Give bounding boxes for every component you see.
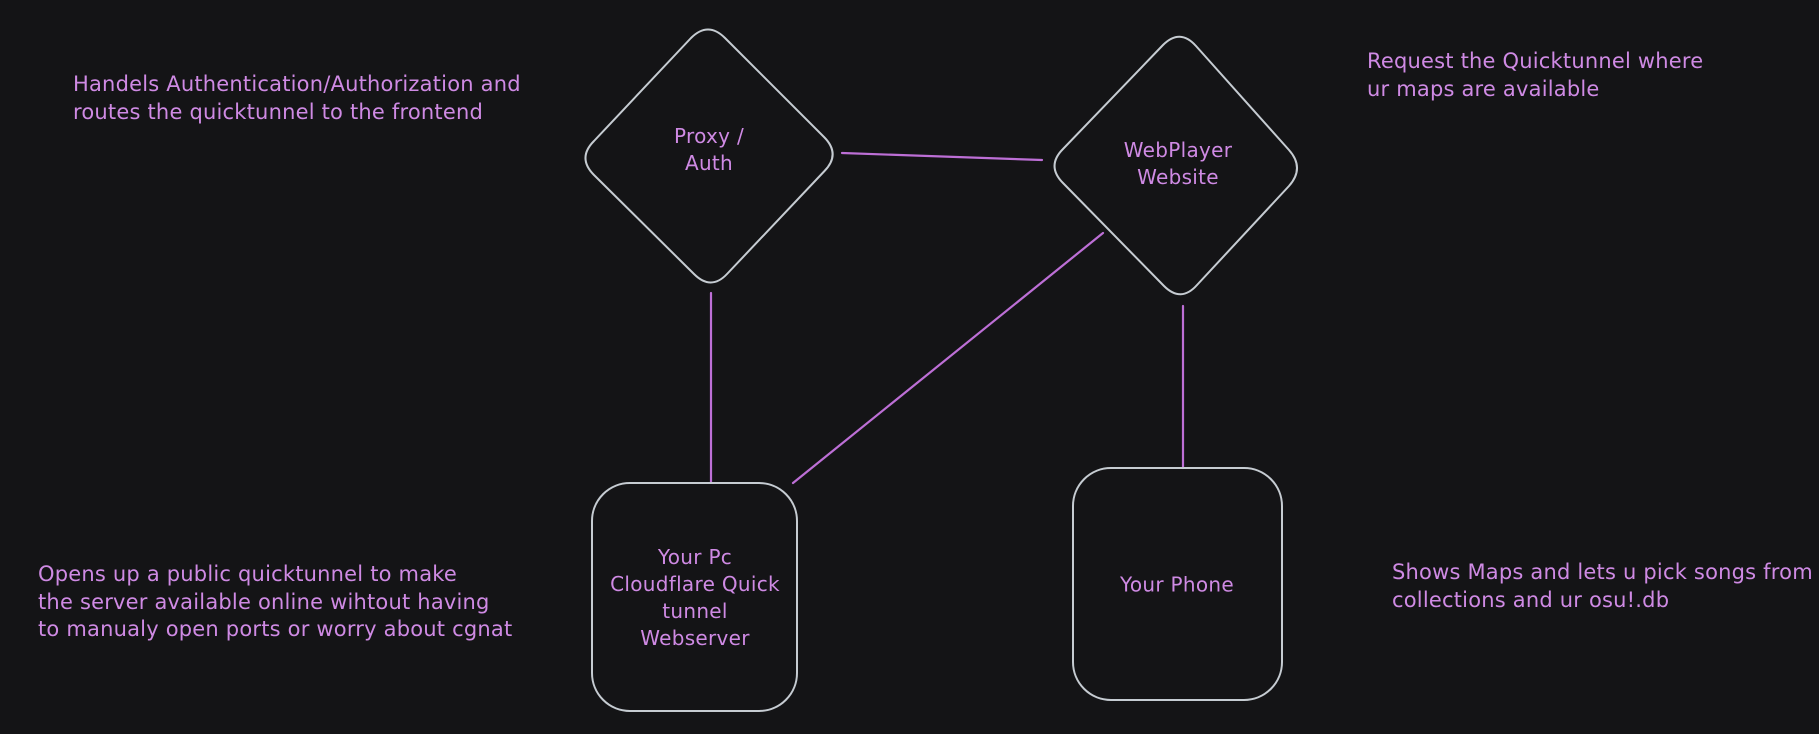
- annotation-tunnel-note[interactable]: Opens up a public quicktunnel to make th…: [38, 562, 513, 641]
- your-phone-box[interactable]: [1072, 467, 1283, 701]
- connector-webplayer-yourpc[interactable]: [791, 231, 1105, 485]
- webplayer-website-diamond[interactable]: [1053, 35, 1298, 296]
- proxy-auth-diamond[interactable]: [584, 28, 834, 284]
- your-pc-box[interactable]: [591, 482, 798, 712]
- connector-proxy-webplayer[interactable]: [840, 151, 1044, 162]
- your-phone-label: Your Phone: [1119, 572, 1235, 597]
- annotation-phone-note[interactable]: Shows Maps and lets u pick songs from co…: [1392, 560, 1813, 612]
- webplayer-website-label: WebPlayer Website: [1123, 138, 1233, 189]
- proxy-auth-label: Proxy / Auth: [674, 124, 744, 175]
- annotation-proxy-note[interactable]: Handels Authentication/Authorization and…: [73, 72, 521, 124]
- your-pc-label: Your Pc Cloudflare Quick tunnel Webserve…: [610, 545, 780, 650]
- annotation-webplayer-note[interactable]: Request the Quicktunnel where ur maps ar…: [1367, 49, 1704, 101]
